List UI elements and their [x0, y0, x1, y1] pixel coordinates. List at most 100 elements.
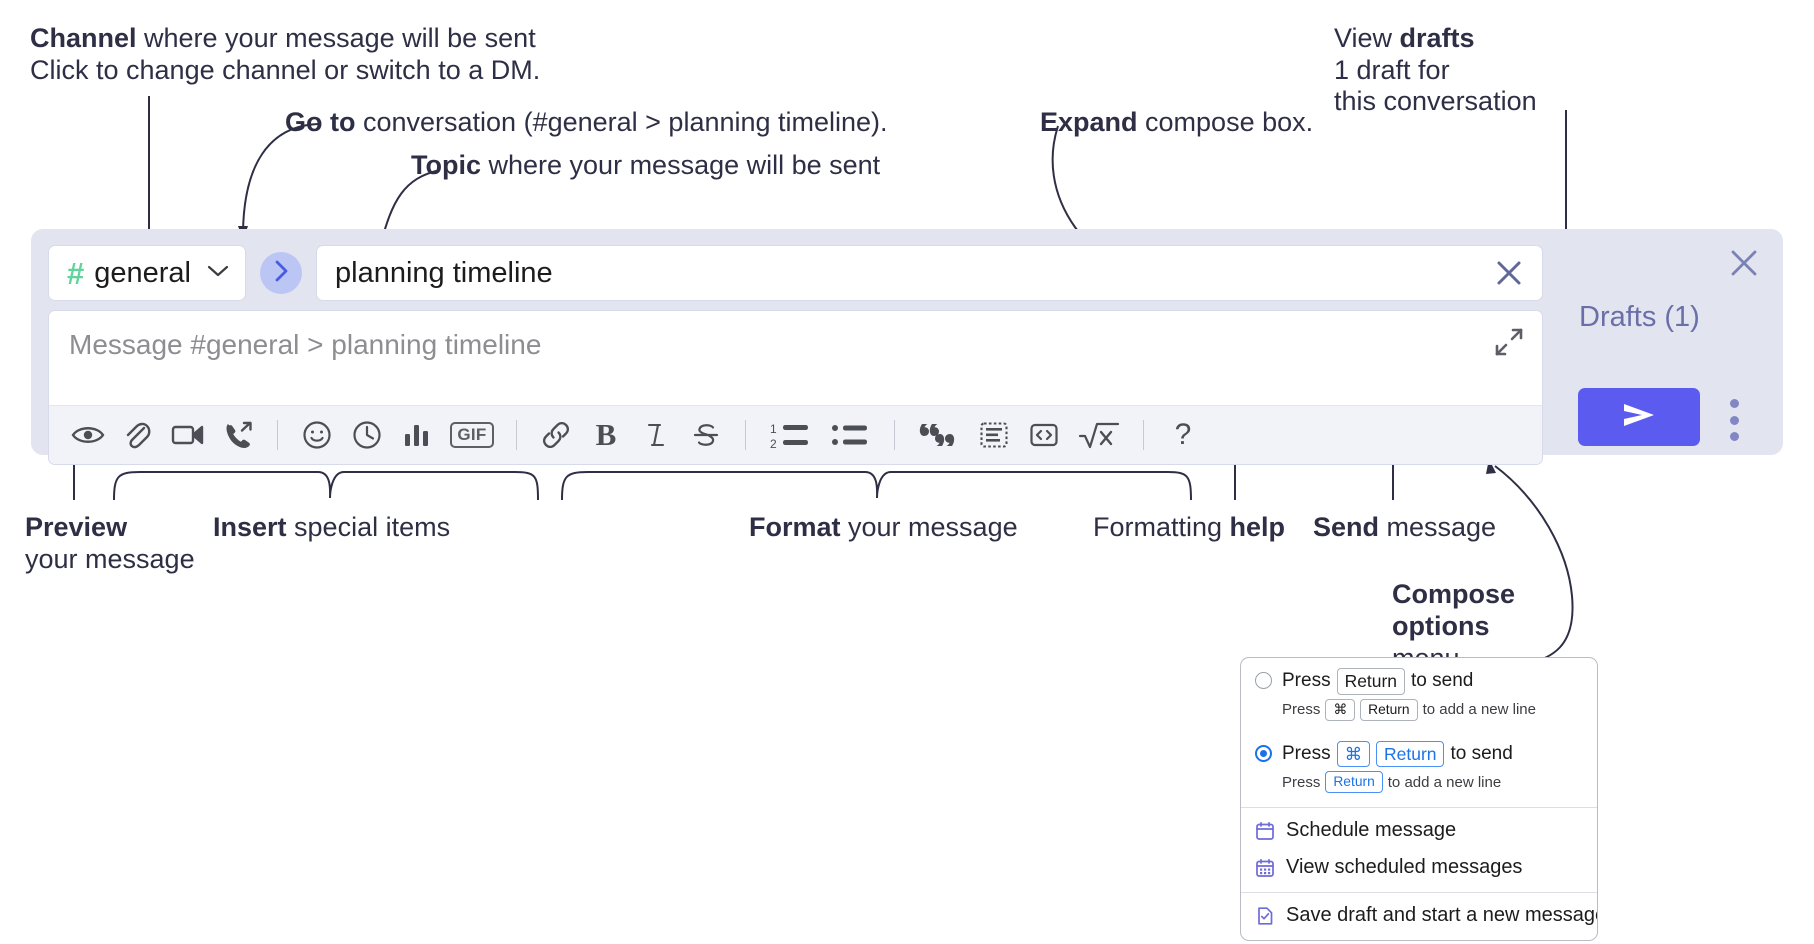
toolbar-divider [277, 420, 278, 450]
calendar-grid-icon [1255, 858, 1275, 878]
radio-cmd-return[interactable] [1255, 744, 1272, 762]
send-option-return-label: Press Return to send [1282, 668, 1473, 695]
bold-icon[interactable]: B [581, 413, 631, 457]
send-icon [1617, 399, 1661, 436]
video-icon[interactable] [163, 413, 213, 457]
italic-icon[interactable] [631, 413, 681, 457]
poll-icon[interactable] [392, 413, 442, 457]
annotation-channel-bold: Channel [30, 23, 137, 53]
annotation-expand: Expand compose box. [1040, 106, 1313, 138]
help-glyph: ? [1174, 418, 1192, 451]
attachment-icon[interactable] [113, 413, 163, 457]
annotation-preview-line2: your message [25, 543, 195, 575]
menu-divider [1241, 892, 1597, 894]
opt1-prefix: Press [1282, 670, 1331, 692]
menu-item-view-scheduled-messages-label: View scheduled messages [1286, 856, 1523, 879]
toolbar-divider [1143, 420, 1144, 450]
kebab-dot [1729, 432, 1739, 441]
save-draft-icon [1255, 906, 1275, 926]
annotation-compose-options-2: options [1392, 610, 1489, 642]
toolbar-divider [745, 420, 746, 450]
annotation-topic-rest: where your message will be sent [481, 150, 881, 180]
send-option-return[interactable]: Press Return to send [1241, 658, 1597, 695]
inline-code-icon[interactable] [1019, 413, 1069, 457]
strikethrough-icon[interactable] [681, 413, 731, 457]
preview-icon[interactable] [63, 413, 113, 457]
annotation-drafts-sub2: this conversation [1334, 85, 1537, 117]
menu-group-draft: Save draft and start a new message [1241, 893, 1597, 940]
svg-text:1: 1 [770, 422, 777, 436]
compose-options-menu: Press Return to send Press ⌘ Return to a… [1240, 657, 1598, 942]
kebab-menu-icon[interactable] [1723, 399, 1745, 441]
message-box: Message #general > planning timeline [48, 310, 1543, 465]
bulleted-list-icon[interactable] [820, 413, 880, 457]
ordered-list-icon[interactable]: 1 2 [760, 413, 820, 457]
menu-group-schedule: Schedule message View scheduled messages [1241, 808, 1597, 888]
formatting-toolbar: GIF B 1 [49, 405, 1542, 464]
radio-return[interactable] [1255, 672, 1272, 689]
kebab-dot [1729, 415, 1739, 425]
menu-item-save-draft[interactable]: Save draft and start a new message [1241, 897, 1597, 934]
topic-field[interactable]: planning timeline [316, 245, 1543, 301]
opt1-sub-key-return: Return [1360, 698, 1418, 721]
opt1-suffix: to send [1411, 670, 1474, 692]
emoji-icon[interactable] [292, 413, 342, 457]
gif-label: GIF [450, 422, 494, 448]
toolbar-divider [516, 420, 517, 450]
annotation-help-plain: Formatting [1093, 512, 1230, 542]
blockquote-icon[interactable] [909, 413, 969, 457]
menu-item-schedule-message[interactable]: Schedule message [1241, 812, 1597, 849]
channel-name: general [94, 256, 191, 289]
clock-icon[interactable] [342, 413, 392, 457]
annotation-format: Format your message [749, 511, 1018, 543]
annotation-goto-rest: conversation (#general > planning timeli… [355, 107, 888, 137]
message-placeholder: Message #general > planning timeline [69, 329, 542, 360]
gif-icon[interactable]: GIF [442, 413, 502, 457]
annotation-channel-rest: where your message will be sent [136, 23, 536, 53]
annotation-goto-bold: Go to [285, 107, 356, 137]
annotation-insert-rest: special items [286, 512, 451, 542]
annotation-send: Send message [1313, 511, 1496, 543]
math-icon[interactable] [1069, 413, 1129, 457]
menu-item-view-scheduled-messages[interactable]: View scheduled messages [1241, 849, 1597, 886]
drafts-link[interactable]: Drafts (1) [1579, 301, 1700, 333]
annotation-drafts-bold: drafts [1399, 23, 1475, 53]
menu-divider [1241, 807, 1597, 809]
code-block-icon[interactable] [969, 413, 1019, 457]
call-icon[interactable] [213, 413, 263, 457]
send-option-cmd-return-sub: Press Return to add a new line [1241, 767, 1597, 803]
menu-item-schedule-message-label: Schedule message [1286, 819, 1457, 842]
link-icon[interactable] [531, 413, 581, 457]
kebab-dot [1729, 399, 1739, 408]
send-button[interactable] [1578, 388, 1700, 446]
send-option-return-sub: Press ⌘ Return to add a new line [1241, 695, 1597, 731]
channel-picker[interactable]: # general [48, 245, 246, 301]
goto-conversation-button[interactable] [260, 252, 302, 294]
hash-icon: # [67, 255, 85, 291]
annotation-drafts-italic1: 1 draft for [1334, 55, 1450, 85]
annotation-format-rest: your message [840, 512, 1018, 542]
annotation-preview: Preview [25, 511, 127, 543]
chevron-right-icon [273, 259, 289, 288]
send-option-cmd-return[interactable]: Press ⌘ Return to send [1241, 731, 1597, 768]
send-option-cmd-return-label: Press ⌘ Return to send [1282, 740, 1513, 768]
close-icon[interactable] [1492, 256, 1526, 290]
annotation-insert-bold: Insert [213, 512, 287, 542]
calendar-icon [1255, 821, 1275, 841]
help-icon[interactable]: ? [1158, 413, 1208, 457]
compose-left-column: # general planning timeline Messag [48, 244, 1543, 465]
annotation-insert: Insert special items [213, 511, 450, 543]
annotation-drafts-plain: View [1334, 23, 1400, 53]
compose-right-column: Drafts (1) [1544, 229, 1783, 455]
message-input[interactable]: Message #general > planning timeline [49, 311, 1542, 405]
annotation-help-bold: help [1229, 512, 1286, 542]
expand-icon[interactable] [1494, 327, 1524, 357]
annotation-compose-options-bold1: Compose [1392, 579, 1516, 609]
close-icon[interactable] [1727, 246, 1761, 280]
annotation-expand-rest: compose box. [1137, 107, 1314, 137]
annotation-topic-bold: Topic [411, 150, 481, 180]
annotation-preview-bold: Preview [25, 512, 128, 542]
brace-insert [113, 471, 539, 501]
annotation-preview-text: your message [25, 544, 195, 574]
opt2-key-return: Return [1376, 740, 1445, 768]
